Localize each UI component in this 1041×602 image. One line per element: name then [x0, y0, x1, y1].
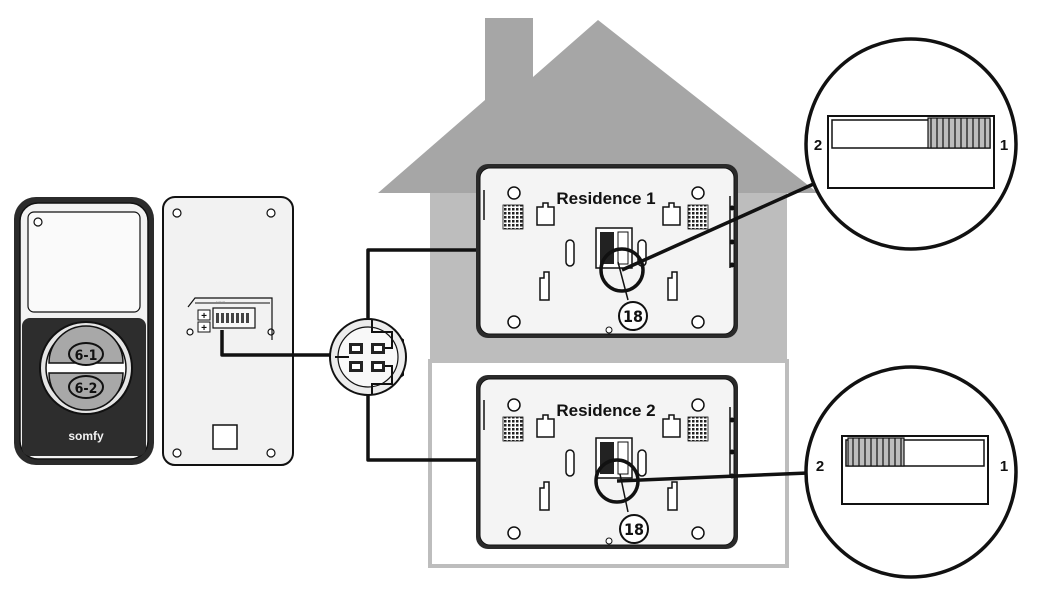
- switch-knob-2[interactable]: [847, 437, 905, 467]
- camera-lens: [33, 217, 43, 227]
- callout-switch-1: 18 2 1: [599, 37, 1018, 331]
- switch-1-right-label: 1: [1000, 137, 1008, 154]
- callout-switch-2: 18 2 1: [594, 365, 1018, 579]
- monitor-2-title: Residence 2: [556, 401, 655, 420]
- house-lower-floor: [428, 359, 789, 568]
- switch-1-left-label: 2: [814, 137, 822, 154]
- terminal-plus-1: +: [201, 311, 207, 322]
- outdoor-panel-back: ······· + +: [162, 196, 294, 466]
- outdoor-panel-front: 6-1 6-2 somfy: [14, 197, 154, 465]
- switch-2-left-label: 2: [816, 458, 824, 475]
- brand-logo: somfy: [68, 429, 104, 443]
- call-button-1[interactable]: 6-1: [48, 325, 124, 366]
- wire-panel-to-box: [220, 330, 330, 357]
- switch-knob-1[interactable]: [927, 117, 991, 149]
- svg-text:·······: ·······: [216, 299, 225, 304]
- switch-2-right-label: 1: [1000, 458, 1008, 475]
- junction-box: [329, 318, 407, 396]
- call-button-2-label: 6-2: [75, 381, 98, 397]
- call-button-2[interactable]: 6-2: [48, 372, 124, 411]
- monitor-residence-1: Residence 1: [476, 164, 738, 338]
- callout-1-number: 18: [623, 307, 643, 326]
- terminal-plus-2: +: [201, 323, 207, 334]
- callout-2-number: 18: [624, 520, 644, 539]
- call-button-1-label: 6-1: [75, 348, 98, 364]
- monitor-1-title: Residence 1: [556, 189, 655, 208]
